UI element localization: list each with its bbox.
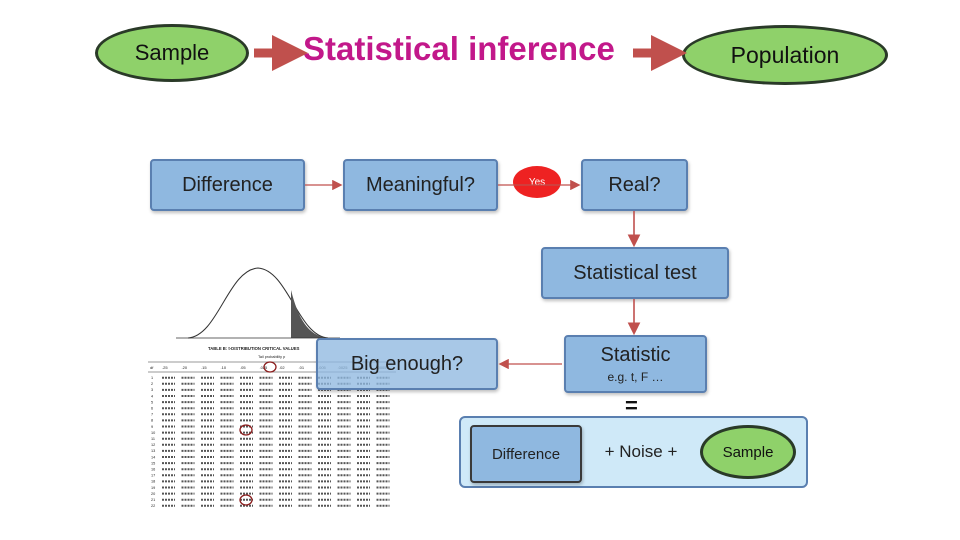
real-box-label: Real?: [608, 173, 661, 196]
df-cell: 12: [151, 443, 155, 447]
statistic-sublabel: e.g. t, F …: [607, 370, 664, 384]
p-header-cell: .10: [221, 365, 227, 370]
sample-ellipse-label: Sample: [134, 40, 210, 65]
p-header-cell: .20: [182, 365, 188, 370]
equation-sample-ellipse: Sample: [700, 425, 796, 479]
real-box: Real?: [581, 159, 688, 211]
population-ellipse-label: Population: [730, 41, 840, 68]
df-cell: 8: [151, 419, 153, 423]
t-table-tail-label: Tail probability p: [258, 355, 285, 359]
p-header-cell: .15: [201, 365, 207, 370]
df-cell: 1: [151, 376, 153, 380]
statistic-label: Statistic: [600, 344, 671, 366]
statistical-inference-title: Statistical inference: [303, 30, 615, 67]
meaningful-box: Meaningful?: [343, 159, 498, 211]
equation-difference-box: Difference: [470, 425, 582, 483]
yes-badge-label: Yes: [528, 176, 546, 188]
df-cell: 22: [151, 504, 155, 508]
df-cell: 15: [151, 461, 155, 465]
highlight-circle-row: [239, 494, 253, 506]
noise-term: + Noise +: [604, 442, 678, 461]
df-cell: 21: [151, 498, 155, 502]
meaningful-box-label: Meaningful?: [366, 173, 475, 196]
statistical-test-label: Statistical test: [573, 261, 697, 284]
t-distribution-tail-shade: [291, 290, 328, 338]
df-cell: 17: [151, 474, 155, 478]
equation-sample-label: Sample: [722, 443, 774, 461]
p-header-cell: .02: [279, 365, 285, 370]
df-cell: 10: [151, 431, 155, 435]
df-cell: 18: [151, 480, 155, 484]
p-header-cell: .05: [240, 365, 246, 370]
df-cell: 20: [151, 492, 155, 496]
df-cell: 9: [151, 425, 153, 429]
equals-sign: =: [625, 393, 638, 418]
t-table-df-header: df: [150, 365, 154, 370]
statistical-test-box: Statistical test: [541, 247, 729, 299]
t-table-svg: TABLE B: t-DISTRIBUTION CRITICAL VALUES …: [148, 267, 396, 508]
p-header-cell: .01: [299, 365, 305, 370]
highlight-circle-header: [263, 361, 277, 373]
yes-badge: Yes: [513, 166, 561, 198]
df-cell: 19: [151, 486, 155, 490]
df-cell: 5: [151, 400, 153, 404]
df-cell: 14: [151, 455, 155, 459]
df-cell: 2: [151, 382, 153, 386]
sample-ellipse: Sample: [95, 24, 249, 82]
df-cell: 3: [151, 388, 153, 392]
highlight-circle-df: [239, 424, 253, 436]
df-cell: 7: [151, 413, 153, 417]
population-ellipse: Population: [682, 25, 888, 85]
df-cell: 16: [151, 468, 155, 472]
big-enough-box: Big enough?: [316, 338, 498, 390]
df-cell: 4: [151, 394, 153, 398]
statistic-box: Statistic e.g. t, F …: [564, 335, 707, 393]
t-distribution-curve: [187, 267, 329, 339]
df-cell: 11: [151, 437, 155, 441]
difference-box-label: Difference: [182, 173, 273, 196]
df-cell: 6: [151, 407, 153, 411]
big-enough-label: Big enough?: [350, 352, 464, 375]
df-cell: 13: [151, 449, 155, 453]
difference-box: Difference: [150, 159, 305, 211]
equation-difference-label: Difference: [491, 445, 561, 463]
p-header-cell: .25: [162, 365, 168, 370]
t-table-title: TABLE B: t-DISTRIBUTION CRITICAL VALUES: [208, 346, 300, 351]
